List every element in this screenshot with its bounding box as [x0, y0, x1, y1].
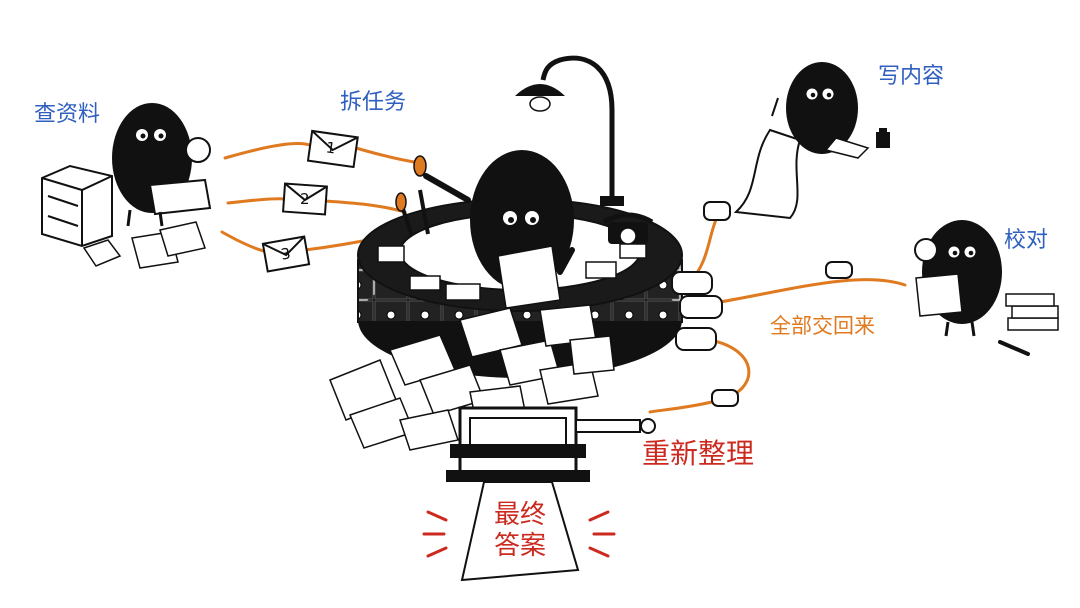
proof-sheet [915, 273, 963, 317]
desk-lamp [515, 55, 624, 206]
emphasis-lines [422, 510, 616, 558]
label-split-tasks: 拆任务 [340, 90, 407, 115]
proofreader-scene [914, 220, 1059, 356]
open-drawer [148, 178, 212, 216]
output-tubes [671, 201, 853, 407]
ink-bottle-icon [876, 128, 890, 148]
label-final-answer: 最终 答案 [485, 500, 555, 562]
envelope-number-2: 2 [300, 190, 310, 208]
final-answer-line2: 答案 [493, 531, 546, 562]
book-stack [1005, 293, 1059, 331]
pipe-desk-proofreader [718, 278, 907, 304]
pipe-env2-desk [323, 199, 407, 214]
envelopes [261, 129, 359, 273]
label-return-all: 全部交回来 [770, 314, 875, 338]
pencil-icon [998, 340, 1030, 356]
output-sheet [460, 481, 580, 582]
magnifier-icon-2 [914, 238, 944, 272]
paper-pile [329, 304, 615, 451]
label-research: 查资料 [34, 102, 101, 127]
loose-papers [82, 221, 206, 269]
researcher-scene [41, 103, 212, 269]
final-answer-line1: 最终 [493, 500, 546, 530]
pipe-env1-desk [354, 146, 422, 165]
pipe-research-3 [220, 230, 270, 254]
label-proofread: 校对 [1004, 228, 1049, 253]
levers [395, 155, 430, 237]
held-paper [497, 245, 561, 309]
pipe-research-1 [223, 141, 314, 160]
envelope-1 [306, 129, 359, 169]
telephone-icon [602, 212, 654, 245]
desk-panels [377, 243, 647, 301]
label-write: 写内容 [878, 64, 945, 89]
filing-cabinet [41, 164, 113, 248]
writer-scene [733, 62, 890, 220]
pipe-research-2 [226, 197, 288, 205]
writer-body [786, 62, 858, 154]
label-reorganize: 重新整理 [642, 437, 755, 470]
printing-press [422, 406, 656, 582]
long-scroll [733, 128, 802, 220]
magnifier-icon [180, 137, 211, 172]
envelope-2 [282, 182, 328, 216]
envelope-3 [261, 235, 311, 273]
